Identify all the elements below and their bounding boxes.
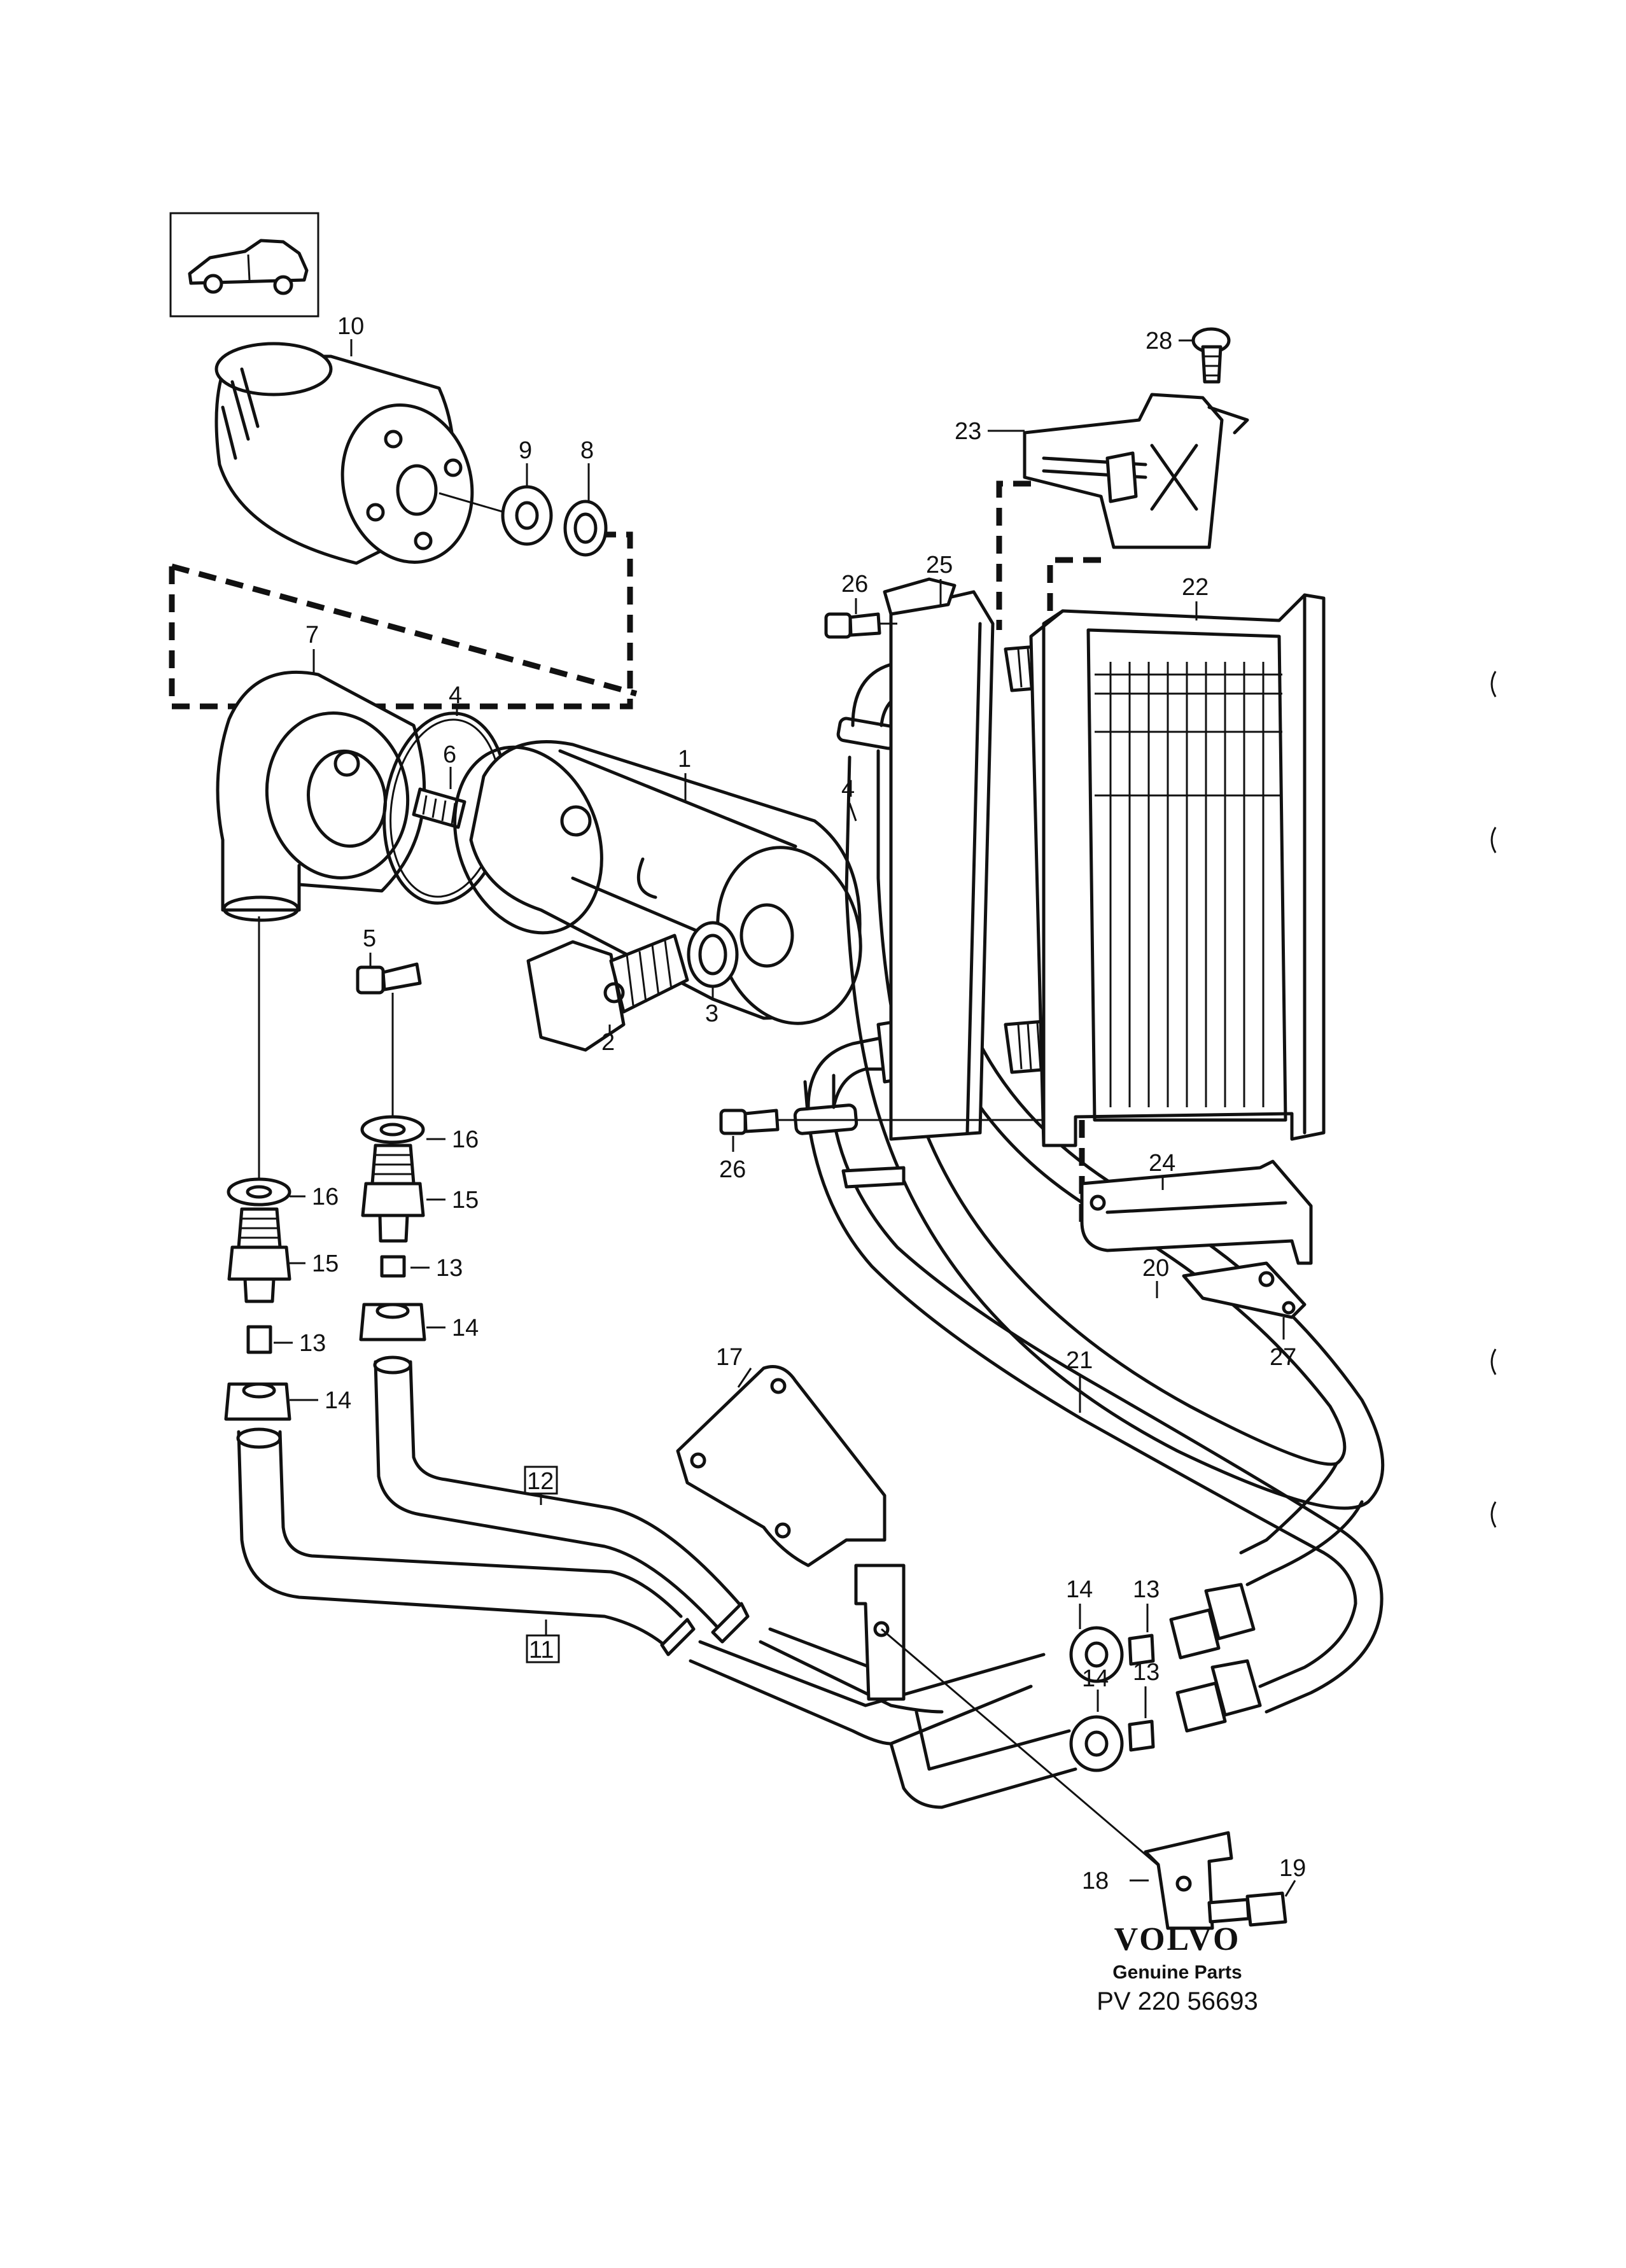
pipe-12-label-box [524, 1466, 558, 1495]
callout-12: 12 [527, 1468, 554, 1495]
bolt-26-upper [824, 612, 881, 639]
callout-15b: 15 [452, 1187, 479, 1214]
brand-logo: VOLVO [1114, 1921, 1241, 1957]
pipe-11 [236, 1427, 696, 1656]
callout-19: 19 [1279, 1855, 1306, 1882]
brand-block: VOLVO Genuine Parts PV 220 56693 [1044, 1921, 1311, 2016]
car-thumbnail [169, 212, 319, 318]
callout-25: 25 [926, 552, 953, 578]
callout-23: 23 [955, 418, 981, 445]
callout-4b: 4 [841, 776, 855, 802]
right-end-fittings [1069, 1583, 1262, 1772]
callout-numbers: 10 9 8 7 4 6 1 5 2 3 4 25 26 22 23 28 26… [299, 313, 1306, 1894]
part-code: PV 220 56693 [1097, 1987, 1258, 2015]
callout-4a: 4 [449, 682, 462, 709]
callout-21: 21 [1066, 1347, 1093, 1374]
left-fittings-stack [224, 1177, 291, 1421]
callout-27: 27 [1270, 1344, 1296, 1371]
callout-7: 7 [305, 622, 319, 648]
hose-20 [803, 1074, 1384, 1714]
callout-11: 11 [529, 1637, 554, 1663]
nut-9 [501, 485, 553, 546]
brand-subtitle: Genuine Parts [1112, 1962, 1242, 1983]
callout-8: 8 [580, 437, 594, 464]
oil-cooler-adapter [453, 740, 862, 1025]
pipe-12 [373, 1355, 750, 1644]
bracket-23 [1023, 393, 1249, 549]
callout-5: 5 [363, 925, 376, 952]
oil-filter [214, 342, 474, 565]
callout-6: 6 [443, 741, 456, 768]
callout-22: 22 [1182, 574, 1209, 601]
callout-17: 17 [716, 1344, 743, 1371]
callout-2: 2 [601, 1029, 615, 1056]
margin-marks [1490, 671, 1497, 1528]
bolt-26-lower [719, 1109, 780, 1135]
callout-16b: 16 [452, 1126, 479, 1153]
bolt-28 [1191, 327, 1231, 384]
callout-26b: 26 [719, 1156, 746, 1183]
pipe-11-label-box [526, 1634, 560, 1663]
callout-16a: 16 [312, 1184, 339, 1210]
callout-3: 3 [705, 1000, 718, 1027]
bracket-17 [676, 1365, 906, 1701]
callout-14c: 14 [1066, 1576, 1093, 1603]
filter-housing [216, 670, 426, 922]
bracket-27 [1182, 1261, 1307, 1319]
callout-28: 28 [1146, 328, 1172, 354]
washer-8 [563, 500, 608, 557]
cooler-bracket-25 [841, 577, 995, 1189]
callout-13b: 13 [436, 1255, 463, 1282]
callout-18: 18 [1082, 1868, 1109, 1894]
middle-fittings-stack [359, 1115, 426, 1341]
bolt-19 [1207, 1891, 1287, 1927]
banjo-bolt [526, 934, 689, 1052]
callout-20: 20 [1142, 1255, 1169, 1282]
screw-5 [356, 962, 422, 995]
callout-13a: 13 [299, 1330, 326, 1357]
callout-14d: 14 [1082, 1665, 1109, 1692]
callout-14b: 14 [452, 1315, 479, 1341]
callout-13d: 13 [1133, 1659, 1160, 1686]
oil-cooler-22 [1029, 593, 1326, 1147]
callout-24: 24 [1149, 1150, 1175, 1177]
callout-13c: 13 [1133, 1576, 1160, 1603]
stud-6 [412, 787, 466, 829]
callout-9: 9 [519, 437, 532, 464]
callout-14a: 14 [325, 1387, 351, 1414]
bracket-24 [1080, 1159, 1313, 1265]
callout-15a: 15 [312, 1250, 339, 1277]
callout-26a: 26 [841, 571, 868, 598]
callout-leaders [274, 339, 1296, 1897]
callout-1: 1 [678, 746, 691, 773]
callout-10: 10 [337, 313, 364, 340]
